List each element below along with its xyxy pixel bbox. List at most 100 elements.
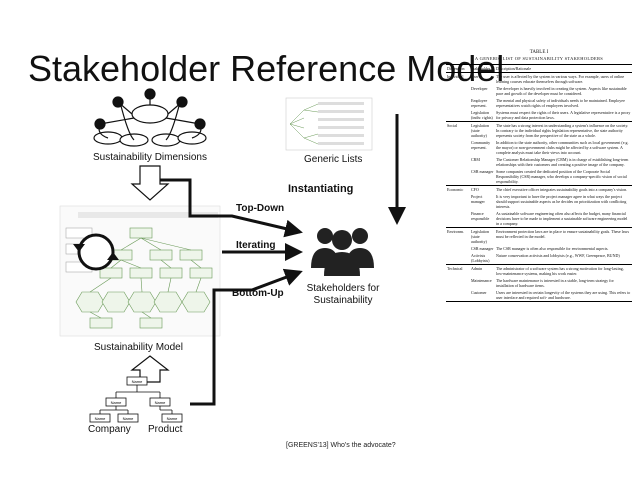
sustainability-dimensions-label: Sustainability Dimensions: [93, 152, 207, 163]
cell-stakeholder: Maintenance: [471, 278, 492, 283]
sustainability-dimensions-graphic: [93, 88, 207, 147]
cell-description: The hardware maintenance is interested i…: [496, 278, 614, 288]
org-node-bottom-2: Name: [117, 413, 139, 423]
company-label: Company: [88, 424, 131, 435]
cell-dimension: [446, 210, 470, 228]
cell-description: The mental and physical safety of indivi…: [496, 98, 625, 108]
org-node-mid-left: Name: [105, 397, 127, 407]
stakeholder-table-panel: TABLE I A GENERIC LIST OF SUSTAINABILITY…: [446, 50, 632, 470]
cell-dimension: Technical: [446, 264, 470, 277]
cell-dimension: [446, 97, 470, 109]
stakeholder-table: Dimension Stakeholder Description/Ration…: [446, 64, 632, 302]
cell-description: The developer is heavily involved in cre…: [496, 86, 627, 96]
citation: [GREENS'13] Who's the advocate?: [286, 442, 396, 449]
cell-description: The chief executive officer integrates s…: [495, 185, 632, 193]
bottom-up-label: Bottom-Up: [232, 288, 284, 299]
cell-dimension: [446, 245, 470, 252]
cell-dimension: [446, 139, 470, 156]
cell-dimension: [446, 289, 470, 302]
svg-text:Name: Name: [123, 416, 134, 421]
table-title: A GENERIC LIST OF SUSTAINABILITY STAKEHO…: [474, 56, 604, 61]
table-row: Maintenance The hardware maintenance is i…: [446, 277, 632, 289]
cell-description: Systems must respect the rights of their…: [496, 110, 631, 120]
generic-lists-thumbnail: [285, 97, 373, 151]
company-org-chart: [99, 385, 173, 414]
cell-stakeholder: Finance responsible: [471, 211, 490, 221]
table-row: Individual User The user is affected by th…: [446, 73, 632, 86]
cell-stakeholder: Project manager: [471, 194, 485, 204]
cell-description: The CSR manager is often also responsibl…: [496, 246, 609, 251]
svg-text:Name: Name: [95, 416, 106, 421]
svg-text:Name: Name: [132, 379, 143, 384]
cell-description: The Customer Relationship Manager (CRM) …: [496, 157, 629, 167]
cell-description: The user is affected by the system in va…: [496, 74, 625, 84]
cell-stakeholder: Legislation (state authority): [470, 227, 495, 245]
table-caption: TABLE I: [529, 50, 549, 55]
stakeholders-label-line2: Sustainability: [314, 295, 373, 306]
org-node-mid-right: Name: [149, 397, 171, 407]
header-description: Description/Rationale: [495, 64, 632, 73]
stakeholders-people-icon: [311, 228, 374, 276]
cell-description: Nature conservation activists and lobbyi…: [496, 253, 620, 258]
cell-stakeholder: Developer: [471, 86, 488, 91]
table-row: Environm.Legislation (state authority)En…: [446, 227, 632, 245]
cell-stakeholder: Legislation (indiv. rights): [471, 110, 493, 120]
cell-dimension: [446, 193, 470, 210]
cell-dimension: [446, 85, 470, 97]
table-row: Developer The developer is heavily involv…: [446, 85, 632, 97]
cell-dimension: [446, 109, 470, 122]
top-down-label: Top-Down: [236, 203, 284, 214]
cell-dimension: Economic: [446, 185, 470, 193]
cell-stakeholder: Community represent.: [471, 140, 491, 150]
svg-text:Name: Name: [111, 400, 122, 405]
cell-stakeholder: Employee represent.: [471, 98, 488, 108]
cell-dimension: Environm.: [446, 227, 470, 245]
cell-description: Users are interested in certain longevit…: [495, 289, 632, 302]
cell-dimension: [446, 277, 470, 289]
cell-dimension: [446, 156, 470, 168]
cell-description: The administrator of a software system h…: [495, 264, 632, 277]
cell-stakeholder: CFO: [470, 185, 495, 193]
generic-lists-label: Generic Lists: [304, 154, 362, 165]
cell-dimension: Individual: [447, 74, 464, 79]
sustainability-model-label: Sustainability Model: [94, 342, 183, 353]
cell-stakeholder: Customer: [470, 289, 495, 302]
cell-stakeholder: Legislation (state authority): [470, 121, 495, 139]
table-row: Community represent.In addition to the s…: [446, 139, 632, 156]
cell-description: The state has a strong interest in under…: [495, 121, 632, 139]
cell-dimension: [446, 252, 470, 265]
cell-description: Some companies created the dedicated pos…: [496, 169, 627, 184]
svg-text:Name: Name: [155, 400, 166, 405]
iterating-label: Iterating: [236, 240, 275, 251]
instantiating-label: Instantiating: [288, 183, 353, 195]
bottom-up-arrow: [190, 268, 303, 406]
table-body: Individual User The user is affected by th…: [446, 73, 632, 302]
product-label: Product: [148, 424, 183, 435]
cell-dimension: Social: [446, 121, 470, 139]
table-row: CRM The Customer Relationship Manager (CR…: [446, 156, 632, 168]
stakeholders-label-line1: Stakeholders for: [307, 283, 380, 294]
org-node-bottom-3: Name: [161, 413, 183, 423]
top-down-arrow: [160, 178, 303, 238]
refine-arrow: [130, 165, 170, 201]
cell-stakeholder: User: [471, 74, 479, 79]
svg-text:Name: Name: [167, 416, 178, 421]
cell-description: Environment protection laws are in place…: [495, 227, 632, 245]
org-node-bottom-1: Name: [89, 413, 111, 423]
table-row: Activists (Lobbyists) Nature conservation…: [446, 252, 632, 265]
cell-dimension: [446, 168, 470, 186]
abstract-arrow: [130, 355, 170, 383]
cell-stakeholder: Activists (Lobbyists): [471, 253, 490, 263]
table-row: Employee represent. The mental and physic…: [446, 97, 632, 109]
cell-stakeholder: Admin: [470, 264, 495, 277]
cell-stakeholder: CRM: [471, 157, 480, 162]
header-stakeholder: Stakeholder: [470, 64, 495, 73]
